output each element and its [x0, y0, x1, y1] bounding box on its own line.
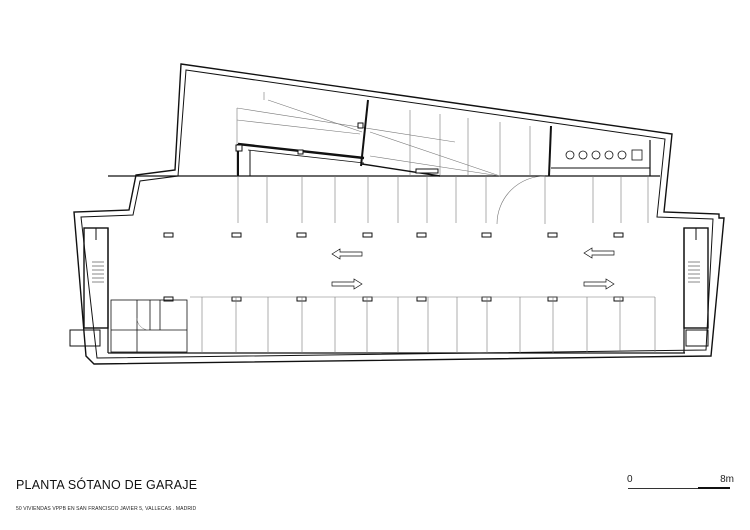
column — [613, 296, 624, 302]
left-stair-core — [69, 227, 109, 347]
right-stair-core — [683, 227, 709, 347]
ramp-line — [267, 99, 363, 133]
outer-wall — [73, 63, 725, 365]
technical-room-wall — [548, 125, 552, 177]
column — [231, 232, 242, 238]
column — [296, 232, 307, 238]
scale-bar-start-label: 0 — [627, 474, 633, 485]
arrow-right-icon — [331, 278, 363, 290]
tank-icon — [617, 150, 627, 160]
column — [416, 296, 427, 302]
door-swing — [136, 317, 150, 331]
tank-icon — [578, 150, 588, 160]
garage-basement-floor-plan — [69, 63, 725, 365]
ramp-lower-wall-inner — [247, 149, 365, 164]
columns-top — [163, 232, 624, 238]
tank-icon — [591, 150, 601, 160]
ramp-line — [369, 155, 501, 177]
columns-bottom — [163, 296, 624, 302]
parking-bays-bottom — [190, 296, 656, 353]
storage-rooms — [110, 299, 188, 353]
scale-bar-line — [628, 488, 730, 489]
garage-slab — [107, 175, 685, 354]
arrow-left-icon — [331, 248, 363, 260]
drawing-title: PLANTA SÓTANO DE GARAJE — [16, 478, 198, 492]
outer-wall-inner-line — [80, 69, 714, 359]
door-swing — [496, 175, 546, 225]
storage-room — [110, 299, 188, 353]
column — [163, 296, 174, 302]
tank-icon — [604, 150, 614, 160]
scale-bar-segment — [698, 487, 730, 489]
column — [362, 296, 373, 302]
ramp-edge-wall — [361, 163, 441, 177]
scale-bar-end-label: 8m — [720, 474, 734, 485]
equipment-block — [631, 149, 643, 161]
column — [163, 232, 174, 238]
column — [481, 296, 492, 302]
arrow-right-icon — [583, 278, 615, 290]
ramp-area — [236, 92, 531, 177]
ramp-line — [236, 119, 361, 135]
ramp-line — [236, 107, 456, 143]
arrow-left-icon — [583, 247, 615, 259]
column — [416, 232, 427, 238]
column — [231, 296, 242, 302]
column — [613, 232, 624, 238]
outer-wall-outer-line — [73, 63, 725, 365]
tank-icon — [565, 150, 575, 160]
stair-landing — [685, 329, 709, 347]
column — [481, 232, 492, 238]
column — [547, 296, 558, 302]
column — [362, 232, 373, 238]
column — [547, 232, 558, 238]
ramp-line — [369, 131, 501, 177]
technical-room — [496, 125, 651, 225]
ramp-column — [235, 144, 243, 152]
parking-bays-top — [237, 176, 649, 223]
stair-landing — [69, 329, 101, 347]
ramp-walls — [235, 99, 441, 177]
ramp-divider-wall — [360, 99, 369, 167]
column — [296, 296, 307, 302]
drawing-subtitle: 50 VIVIENDAS VPPB EN SAN FRANCISCO JAVIE… — [16, 506, 197, 512]
scale-bar: 0 8m — [624, 474, 734, 494]
circulation-arrows — [331, 247, 615, 290]
ramp-column — [415, 168, 439, 174]
ramp-column — [297, 149, 304, 155]
ramp-column — [357, 122, 364, 129]
